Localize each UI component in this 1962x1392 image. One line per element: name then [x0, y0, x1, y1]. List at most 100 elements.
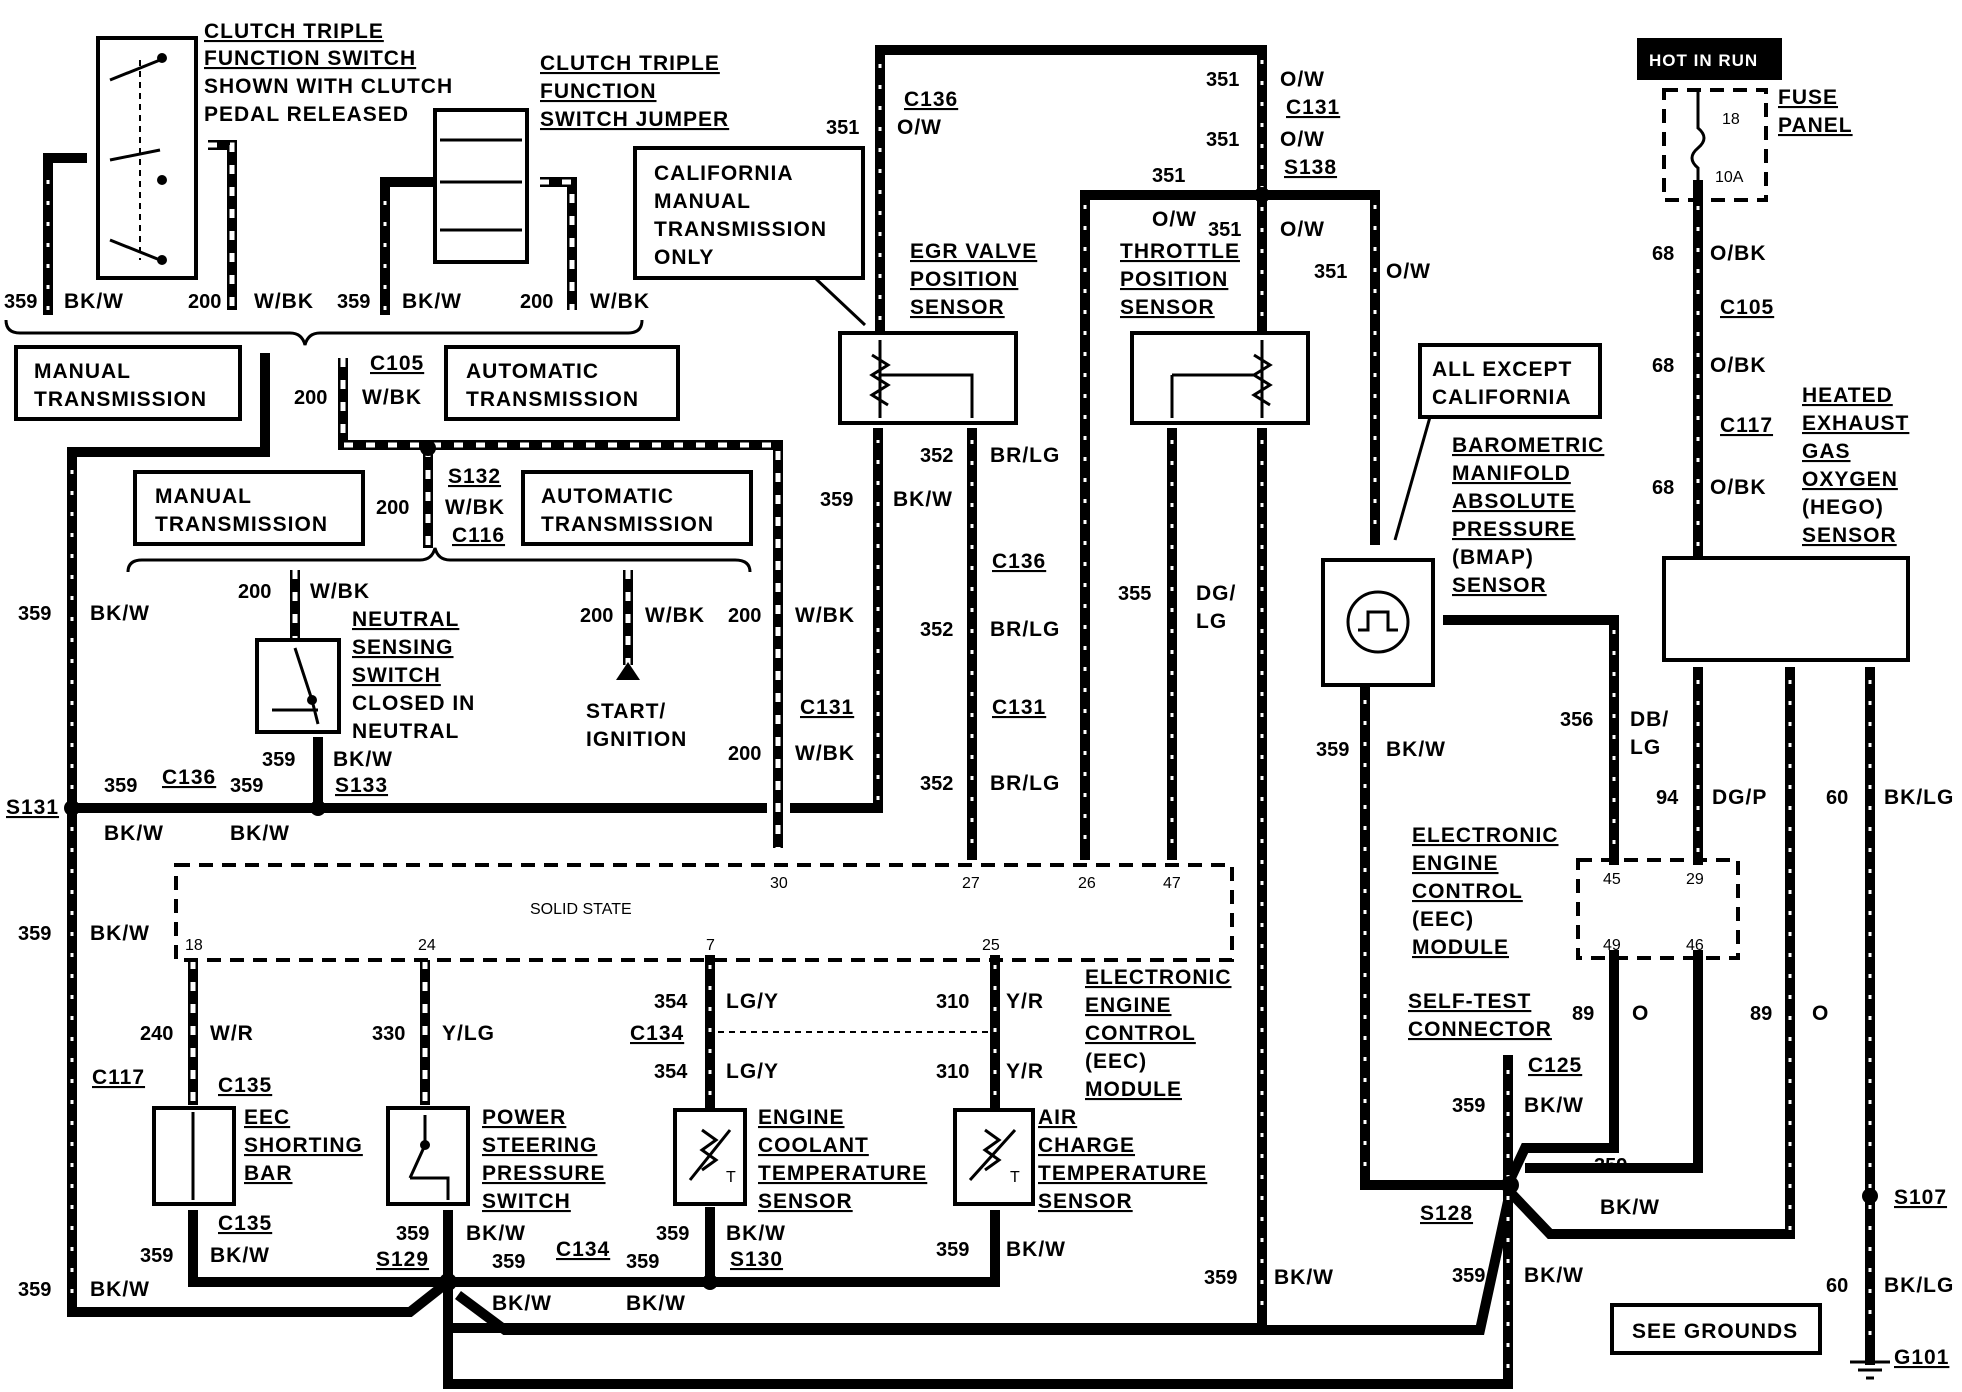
splice-s132 [420, 440, 436, 456]
bmap-line5: (BMAP) [1452, 546, 1534, 569]
hego-line6: SENSOR [1802, 524, 1897, 547]
eec-module-box [174, 863, 1234, 962]
splice-s129 [439, 1273, 457, 1291]
eec-right-line5: MODULE [1085, 1078, 1182, 1101]
auto-2-line2: TRANSMISSION [541, 513, 714, 536]
c105-right: C105 [1720, 296, 1774, 319]
ect-line4: SENSOR [758, 1190, 853, 1213]
lbl-310-b: 310 [936, 1061, 969, 1083]
california-line2: MANUAL [654, 190, 751, 213]
wire-89-eec49 [1503, 950, 1619, 1187]
ps-switch-contacts [408, 1115, 450, 1200]
hego-line1: HEATED [1802, 384, 1893, 407]
tracer-stripes [46, 60, 1872, 1380]
wire-200-clutch [208, 140, 237, 310]
egr-sensor-element [869, 340, 974, 418]
eec-bar-line2: SHORTING [244, 1134, 363, 1157]
neutral-line5: NEUTRAL [352, 720, 459, 743]
neutral-line2: SENSING [352, 636, 454, 659]
c117-right: C117 [1720, 414, 1773, 437]
bmap-line3: ABSOLUTE [1452, 490, 1576, 513]
clutch-jumper-line3: SWITCH JUMPER [540, 108, 729, 131]
lbl-o-b: O [1812, 1002, 1829, 1025]
throttle-sensor-body [1130, 331, 1310, 425]
s131-label: S131 [6, 796, 59, 819]
lbl-bkw-st2: BK/W [1524, 1264, 1584, 1287]
wire-200-clutch-s [208, 142, 235, 310]
pin-18: 18 [185, 937, 203, 954]
eec-right-line2: ENGINE [1085, 994, 1172, 1017]
clutch-switch-line2: FUNCTION SWITCH [204, 47, 416, 70]
striped-wires [188, 140, 1700, 1105]
bmap-sensor-element [1346, 590, 1410, 654]
clutch-switch-line4: PEDAL RELEASED [204, 103, 409, 126]
manual-1-line1: MANUAL [34, 360, 131, 383]
lbl-brlg-c: BR/LG [990, 772, 1060, 795]
manual-trans-box-2 [133, 470, 365, 546]
hot-in-run-label: HOT IN RUN [1649, 51, 1758, 70]
pin-46: 46 [1686, 937, 1704, 954]
s133-label: S133 [335, 774, 388, 797]
lbl-94: 94 [1656, 787, 1679, 809]
lbl-352-c: 352 [920, 773, 953, 795]
lbl-ow-d: O/W [1280, 218, 1325, 241]
c134-mid: C134 [630, 1022, 684, 1045]
s132-label: S132 [448, 465, 501, 488]
manual-2-line2: TRANSMISSION [155, 513, 328, 536]
lbl-200-h: 200 [238, 581, 271, 603]
c105-label: C105 [370, 352, 424, 375]
all-except-line1: ALL EXCEPT [1432, 358, 1572, 381]
wire-359-bmap-ground [1360, 685, 1515, 1190]
lbl-352-b: 352 [920, 619, 953, 641]
pin-45: 45 [1603, 871, 1621, 888]
lbl-359-ect: 359 [656, 1223, 689, 1245]
lbl-359-egr: 359 [820, 489, 853, 511]
labels: CLUTCH TRIPLE FUNCTION SWITCH SHOWN WITH… [4, 20, 1953, 1369]
lbl-bkw-b: BK/W [402, 290, 462, 313]
california-line1: CALIFORNIA [654, 162, 794, 185]
wire-359-tps-ground [453, 428, 1267, 1333]
act-line1: AIR [1038, 1106, 1077, 1129]
hego-line5: (HEGO) [1802, 496, 1884, 519]
c116-label: C116 [452, 524, 505, 547]
auto-2-line1: AUTOMATIC [541, 485, 674, 508]
act-line3: TEMPERATURE [1038, 1162, 1207, 1185]
c131-left: C131 [800, 696, 854, 719]
manual-2-line1: MANUAL [155, 485, 252, 508]
lbl-68-b: 68 [1652, 355, 1674, 377]
wire-359-s130-act [705, 1210, 1000, 1287]
egr-line1: EGR VALVE [910, 240, 1037, 263]
lbl-bkw-bmap: BK/W [1386, 738, 1446, 761]
throttle-line2: POSITION [1120, 268, 1228, 291]
california-line3: TRANSMISSION [654, 218, 827, 241]
c136-mid: C136 [992, 550, 1046, 573]
lbl-200-a: 200 [188, 291, 221, 313]
c125-label: C125 [1528, 1054, 1582, 1077]
lbl-ow-e: O/W [1386, 260, 1431, 283]
lbl-obk-a: O/BK [1710, 242, 1767, 265]
lbl-wbk-h: W/BK [310, 580, 370, 603]
lbl-lgy-b: LG/Y [726, 1060, 779, 1083]
lbl-wbk-c: W/BK [362, 386, 422, 409]
hot-in-run-badge [1637, 38, 1782, 80]
eec-right-line3: CONTROL [1085, 1022, 1196, 1045]
lbl-bkw-act: BK/W [1006, 1238, 1066, 1261]
lbl-89-a: 89 [1572, 1003, 1594, 1025]
g101-label: G101 [1894, 1346, 1949, 1369]
brace-top [4, 319, 644, 346]
ect-line2: COOLANT [758, 1134, 869, 1157]
ground-g101 [1850, 1360, 1890, 1380]
lbl-356: 356 [1560, 709, 1593, 731]
pin-27: 27 [962, 875, 980, 892]
lbl-bkw-s129: BK/W [492, 1292, 552, 1315]
clutch-switch-line1: CLUTCH TRIPLE [204, 20, 384, 43]
eec-mod-line5: MODULE [1412, 936, 1509, 959]
c136-top: C136 [904, 88, 958, 111]
lbl-68-a: 68 [1652, 243, 1674, 265]
throttle-line1: THROTTLE [1120, 240, 1240, 263]
ps-line3: PRESSURE [482, 1162, 606, 1185]
lbl-db: DB/ [1630, 708, 1669, 731]
clutch-switch-line3: SHOWN WITH CLUTCH [204, 75, 453, 98]
wire-359-to-egr [790, 428, 883, 813]
